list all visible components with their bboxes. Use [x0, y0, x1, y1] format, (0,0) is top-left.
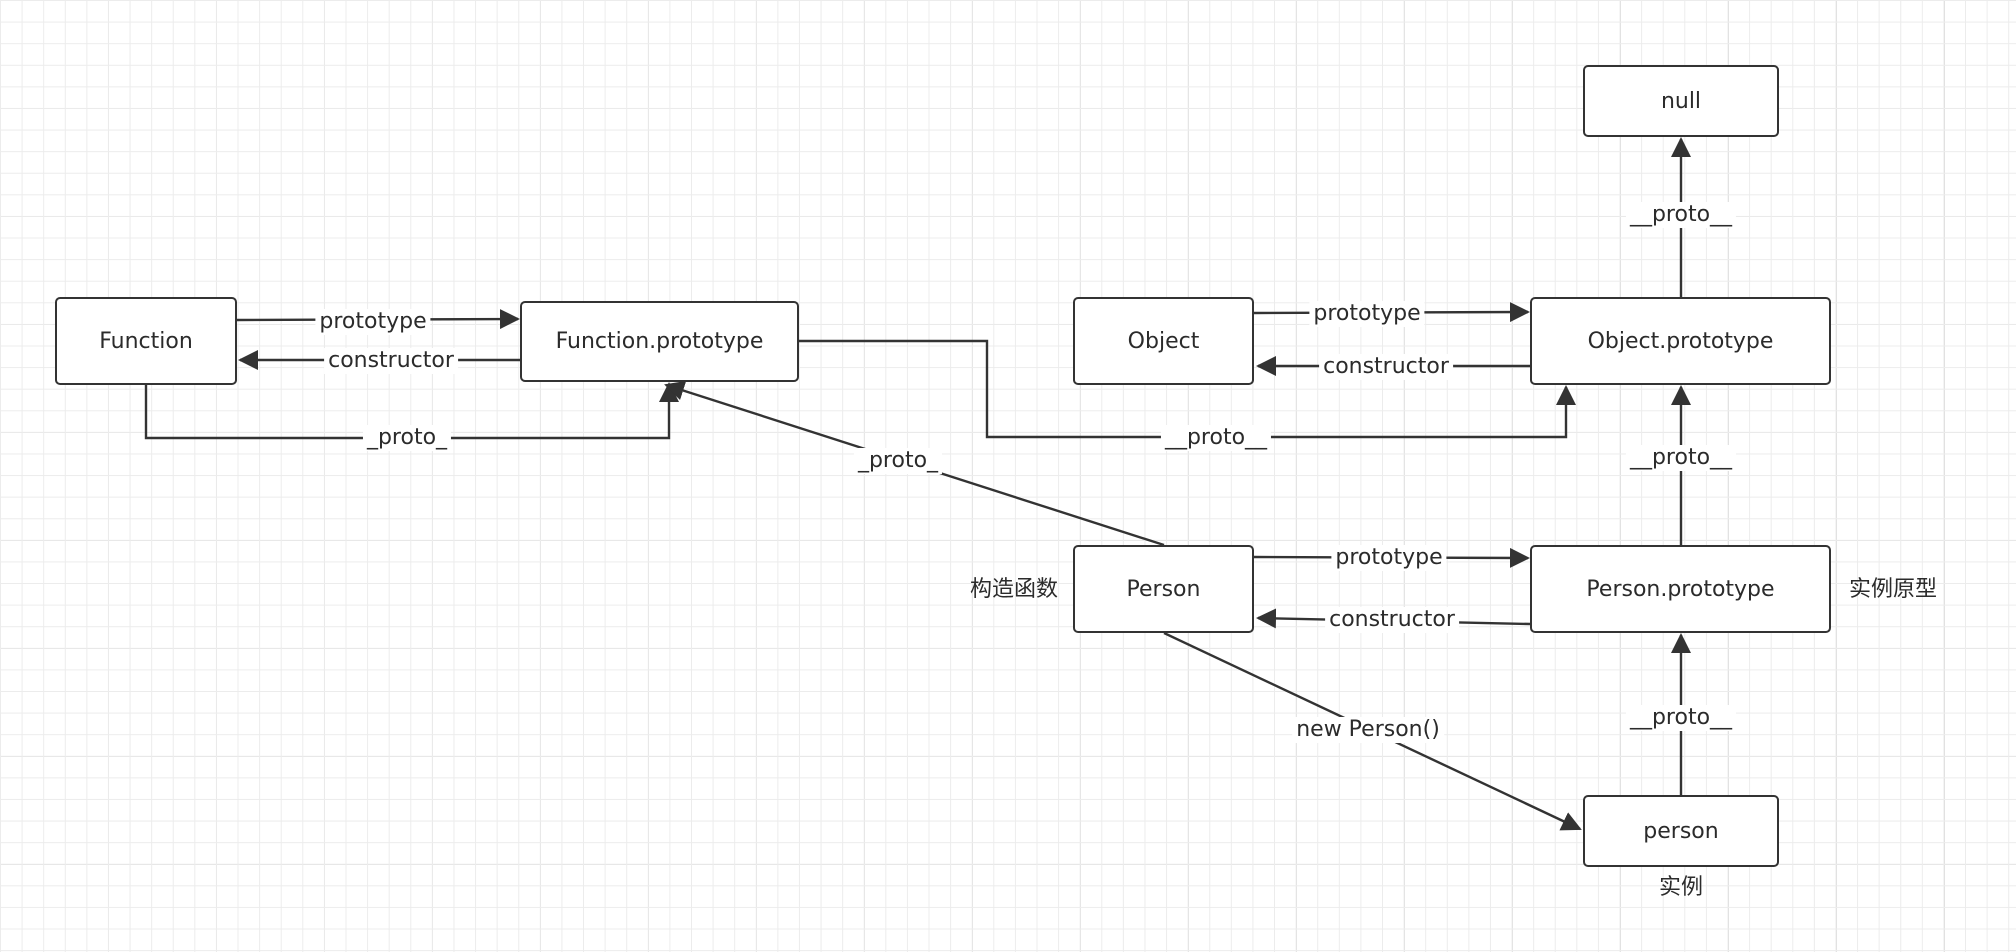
label-function-constructor: constructor: [324, 348, 458, 374]
note-constructor: 构造函数: [969, 577, 1059, 602]
label-object-constructor: constructor: [1319, 354, 1453, 380]
edge-function-proto-to-object-proto: [799, 339, 1576, 439]
node-object-prototype[interactable]: Object.prototype: [1530, 297, 1831, 385]
label-instance-to-person-proto: __proto__: [1625, 705, 1737, 731]
label-function-proto-to-object-proto: __proto__: [1160, 425, 1272, 451]
label-object-prototype: prototype: [1309, 301, 1425, 327]
node-person[interactable]: Person: [1073, 545, 1254, 633]
label-person-proto-to-object-proto: __proto__: [1625, 445, 1737, 471]
node-object[interactable]: Object: [1073, 297, 1254, 385]
node-function[interactable]: Function: [55, 297, 237, 385]
node-person-prototype[interactable]: Person.prototype: [1530, 545, 1831, 633]
label-person-prototype: prototype: [1331, 545, 1447, 571]
label-function-prototype: prototype: [315, 309, 431, 335]
note-instance-prototype: 实例原型: [1848, 577, 1938, 602]
node-null[interactable]: null: [1583, 65, 1779, 137]
label-object-proto-to-null: __proto__: [1625, 202, 1737, 228]
label-person-constructor: constructor: [1325, 607, 1459, 633]
note-instance: 实例: [1658, 875, 1704, 900]
label-new-person: new Person(): [1292, 717, 1444, 743]
label-person-proto-to-function-proto: _proto_: [853, 448, 943, 474]
label-function-proto: _proto_: [362, 425, 452, 451]
node-function-prototype[interactable]: Function.prototype: [520, 301, 799, 382]
node-person-instance[interactable]: person: [1583, 795, 1779, 867]
